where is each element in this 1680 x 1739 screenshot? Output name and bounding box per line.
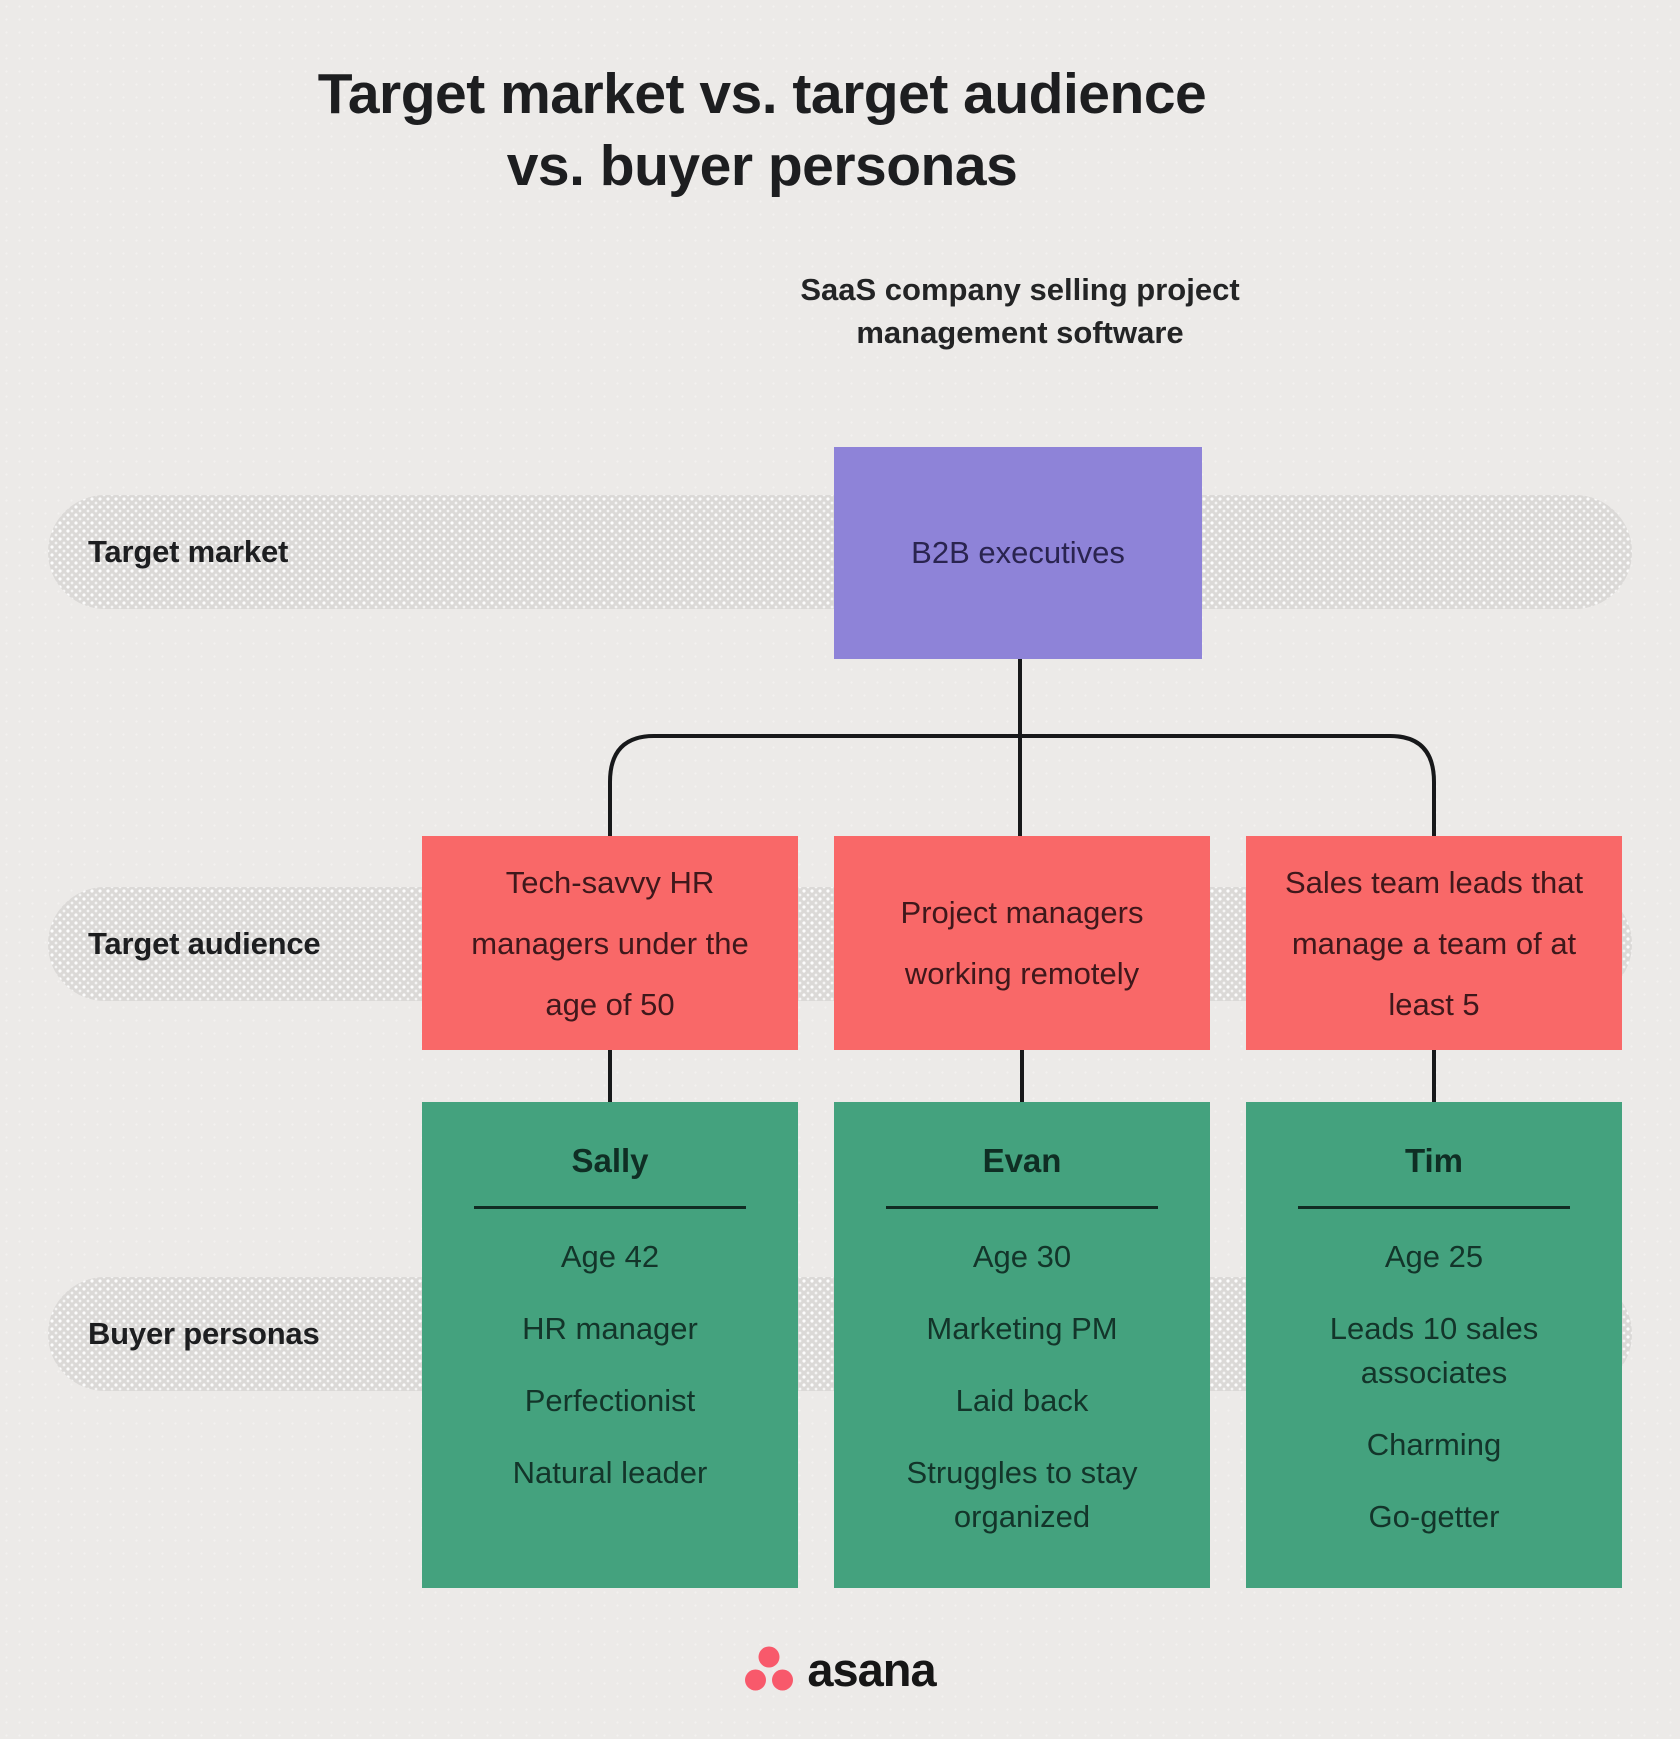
asana-logo-text: asana xyxy=(807,1643,936,1696)
audience-box-hr-managers: Tech-savvy HR managers under the age of … xyxy=(422,836,798,1050)
page-subtitle-line1: SaaS company selling project xyxy=(800,272,1240,307)
persona-trait: Age 42 xyxy=(560,1239,660,1274)
connector-rail xyxy=(608,734,1436,838)
audience-box-project-managers: Project managers working remotely xyxy=(834,836,1210,1050)
persona-trait: Age 30 xyxy=(972,1239,1072,1274)
persona-trait: Go-getter xyxy=(1368,1499,1500,1534)
persona-trait: Age 25 xyxy=(1384,1239,1484,1274)
persona-trait: Perfectionist xyxy=(524,1383,696,1418)
persona-trait: Laid back xyxy=(955,1383,1089,1418)
asana-logo: asana xyxy=(0,1634,1680,1706)
asana-logo-icon xyxy=(745,1646,794,1691)
persona-trait: HR manager xyxy=(522,1311,698,1346)
persona-trait: Struggles to stay organized xyxy=(906,1455,1138,1534)
page-subtitle-line2: management software xyxy=(856,315,1184,350)
persona-trait: Leads 10 sales associates xyxy=(1329,1311,1539,1390)
persona-divider xyxy=(886,1206,1158,1209)
row-label-target-market: Target market xyxy=(88,534,289,569)
audience-box-sales-leads: Sales team leads that manage a team of a… xyxy=(1246,836,1622,1050)
page-title-line1: Target market vs. target audience xyxy=(317,62,1207,126)
persona-trait: Marketing PM xyxy=(926,1311,1118,1346)
row-label-buyer-personas: Buyer personas xyxy=(88,1316,320,1351)
persona-name: Evan xyxy=(982,1142,1062,1179)
persona-card-sally: Sally Age 42 HR manager Perfectionist Na… xyxy=(422,1102,798,1588)
persona-card-evan: Evan Age 30 Marketing PM Laid back Strug… xyxy=(834,1102,1210,1588)
persona-card-tim: Tim Age 25 Leads 10 sales associates Cha… xyxy=(1246,1102,1622,1588)
page-title: Target market vs. target audience vs. bu… xyxy=(0,58,1524,202)
persona-divider xyxy=(474,1206,746,1209)
persona-name: Sally xyxy=(571,1142,649,1179)
persona-divider xyxy=(1298,1206,1570,1209)
page-title-line2: vs. buyer personas xyxy=(506,134,1018,198)
persona-trait: Natural leader xyxy=(512,1455,708,1490)
page-subtitle: SaaS company selling project management … xyxy=(520,268,1520,354)
row-label-target-audience: Target audience xyxy=(88,926,321,961)
persona-trait: Charming xyxy=(1366,1427,1502,1462)
target-market-box: B2B executives xyxy=(834,447,1202,659)
persona-name: Tim xyxy=(1404,1142,1464,1179)
